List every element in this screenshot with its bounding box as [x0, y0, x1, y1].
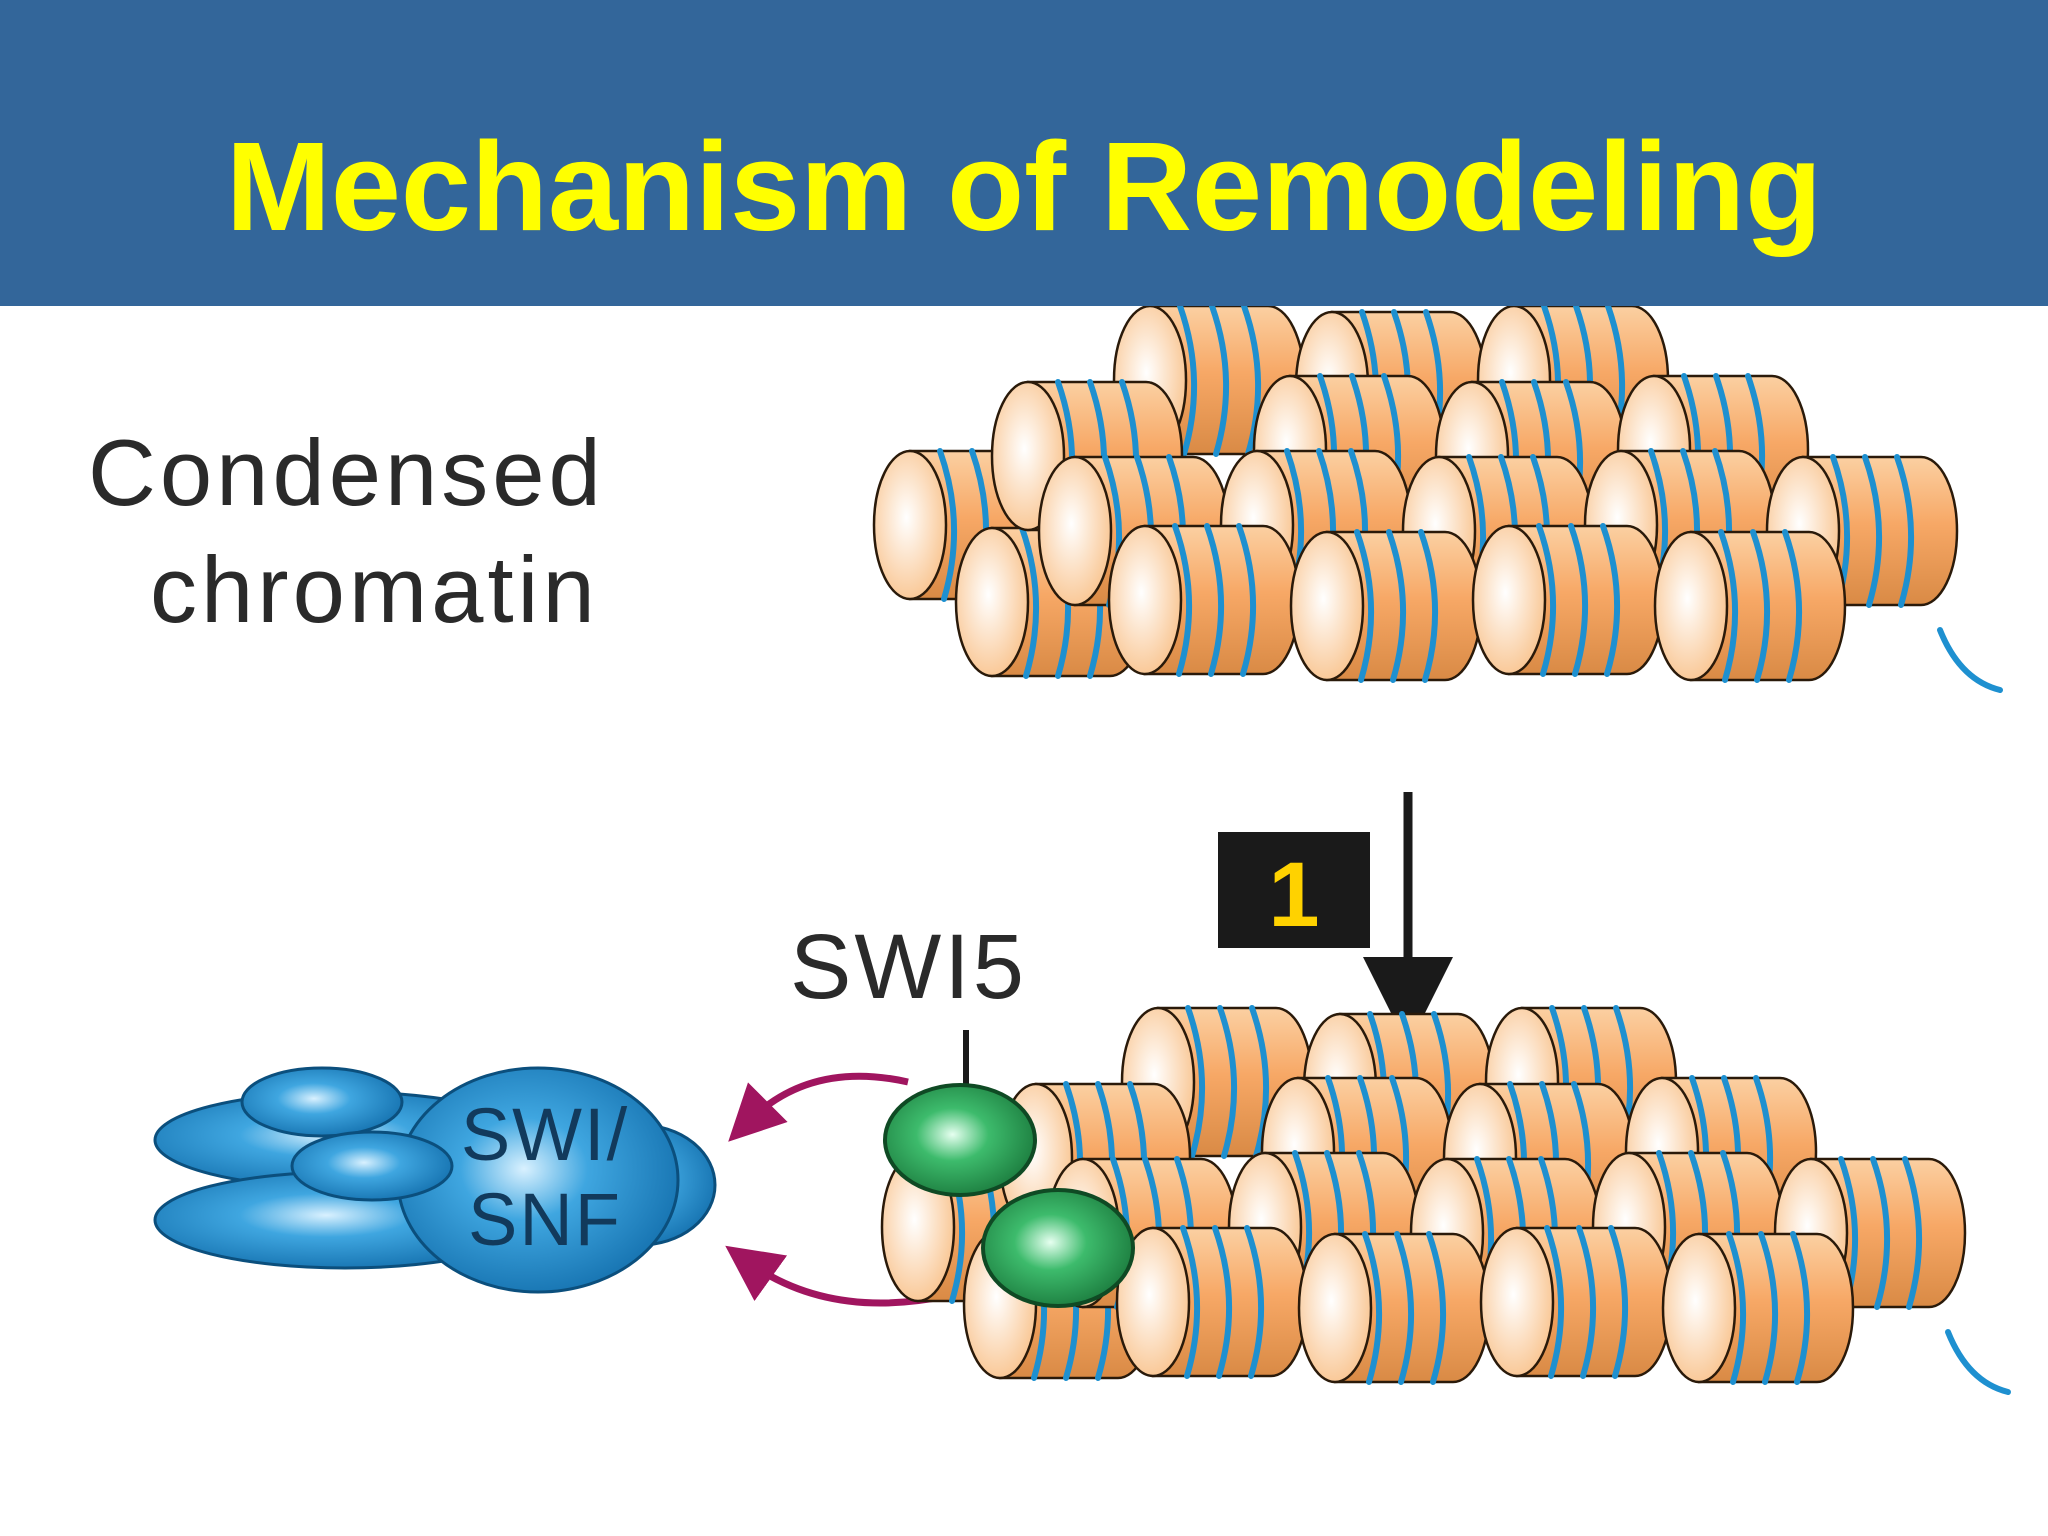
- dna-tail: [1937, 627, 2003, 693]
- nucleosome: [1115, 1225, 1309, 1379]
- nucleosome: [1107, 523, 1301, 677]
- complex-subunit-top: [240, 1066, 404, 1138]
- nucleosome: [1653, 529, 1847, 683]
- remodeling-diagram: Condensed chromatin 1 SWI5 SWI/ SNF: [88, 306, 2011, 1395]
- step-number-box: [1218, 832, 1370, 948]
- nucleosome: [1297, 1231, 1491, 1385]
- swi5-protein-upper: [883, 1083, 1037, 1197]
- condensed-label-line1: Condensed: [88, 420, 605, 525]
- nucleosome: [1661, 1231, 1855, 1385]
- recruitment-arrow-upper: [728, 1072, 909, 1142]
- dna-tail: [1945, 1329, 2011, 1395]
- slide-title: Mechanism of Remodeling: [225, 116, 1823, 257]
- condensed-label-line2: chromatin: [150, 537, 599, 642]
- step-number: 1: [1268, 844, 1319, 946]
- title-bar: Mechanism of Remodeling: [0, 0, 2048, 306]
- nucleosome: [1289, 529, 1483, 683]
- nucleosome: [1479, 1225, 1673, 1379]
- nucleosome: [1471, 523, 1665, 677]
- complex-label-line1: SWI/: [461, 1093, 629, 1176]
- swi-snf-complex: SWI/ SNF: [153, 1066, 717, 1294]
- complex-label-line2: SNF: [468, 1178, 622, 1261]
- swi5-label: SWI5: [790, 916, 1027, 1018]
- complex-subunit-middle: [290, 1130, 454, 1202]
- condensed-chromatin-fiber: [872, 306, 2003, 693]
- swi5-protein-lower: [981, 1188, 1135, 1308]
